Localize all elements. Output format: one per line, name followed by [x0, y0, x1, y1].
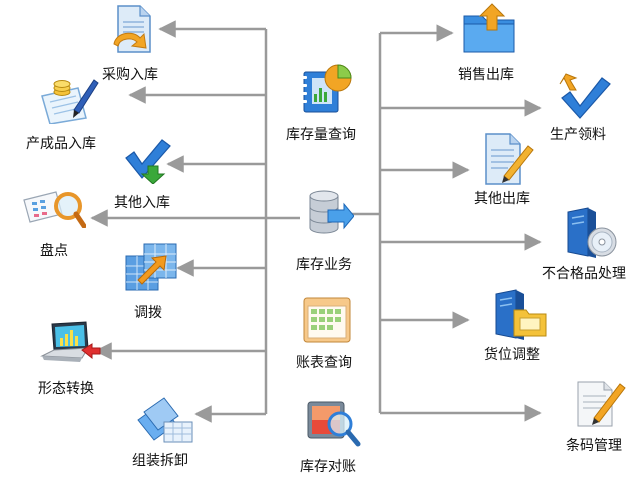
- sales-out-node[interactable]: 销售出库: [452, 0, 542, 86]
- product-in-label: 产成品入库: [26, 136, 96, 152]
- purchase-in-label: 采购入库: [102, 67, 158, 83]
- stocktake-label: 盘点: [40, 243, 68, 259]
- barcode-mgmt-label: 条码管理: [566, 438, 622, 454]
- defect-handle-label: 不合格品处理: [542, 266, 626, 282]
- document-arrow-icon: [113, 5, 151, 53]
- magnifier-document-icon: [23, 191, 86, 228]
- other-out-label: 其他出库: [474, 191, 530, 207]
- document-pencil-icon: [485, 133, 534, 185]
- document-pen-coins-icon: [41, 79, 99, 124]
- check-down-arrow-icon: [125, 139, 171, 184]
- transfer-label: 调拨: [134, 305, 162, 321]
- ledger-query-label: 账表查询: [296, 355, 352, 371]
- inventory-reconcile-label: 库存对账: [300, 459, 356, 475]
- other-in-node[interactable]: 其他入库: [108, 134, 198, 214]
- database-arrow-icon: [309, 190, 354, 234]
- stocktake-node[interactable]: 盘点: [20, 186, 90, 262]
- inventory-query-label: 库存量查询: [286, 127, 356, 143]
- paper-pencil-icon: [577, 381, 626, 427]
- location-adjust-label: 货位调整: [484, 347, 540, 363]
- ledger-query-node[interactable]: 账表查询: [288, 292, 372, 378]
- inventory-reconcile-node[interactable]: 库存对账: [294, 394, 374, 478]
- laptop-chart-icon: [40, 321, 101, 362]
- form-convert-node[interactable]: 形态转换: [34, 318, 124, 402]
- folder-up-arrow-icon: [463, 3, 515, 53]
- material-issue-node[interactable]: 生产领料: [544, 70, 634, 150]
- server-folder-icon: [495, 289, 547, 340]
- material-issue-label: 生产领料: [550, 127, 606, 143]
- other-out-node[interactable]: 其他出库: [468, 130, 558, 214]
- assembly-label: 组装拆卸: [132, 453, 188, 469]
- spreadsheet-arrow-icon: [125, 243, 177, 291]
- barcode-mgmt-node[interactable]: 条码管理: [560, 374, 634, 458]
- inventory-query-node[interactable]: 库存量查询: [282, 60, 372, 146]
- screen-magnifier-icon: [307, 401, 361, 447]
- purchase-in-node[interactable]: 采购入库: [96, 2, 186, 83]
- server-disc-icon: [567, 207, 617, 258]
- book-chart-icon: [302, 64, 352, 113]
- transfer-node[interactable]: 调拨: [120, 240, 192, 324]
- calendar-grid-icon: [303, 297, 351, 343]
- defect-handle-node[interactable]: 不合格品处理: [540, 204, 634, 286]
- stacked-windows-icon: [137, 397, 193, 443]
- product-in-node[interactable]: 产成品入库: [20, 70, 140, 154]
- check-up-arrow-icon: [559, 73, 611, 119]
- other-in-label: 其他入库: [114, 195, 170, 211]
- inventory-business-node[interactable]: 库存业务: [292, 186, 372, 274]
- sales-out-label: 销售出库: [458, 67, 514, 83]
- form-convert-label: 形态转换: [38, 381, 94, 397]
- location-adjust-node[interactable]: 货位调整: [478, 286, 568, 368]
- inventory-business-label: 库存业务: [296, 257, 352, 273]
- assembly-node[interactable]: 组装拆卸: [128, 392, 204, 476]
